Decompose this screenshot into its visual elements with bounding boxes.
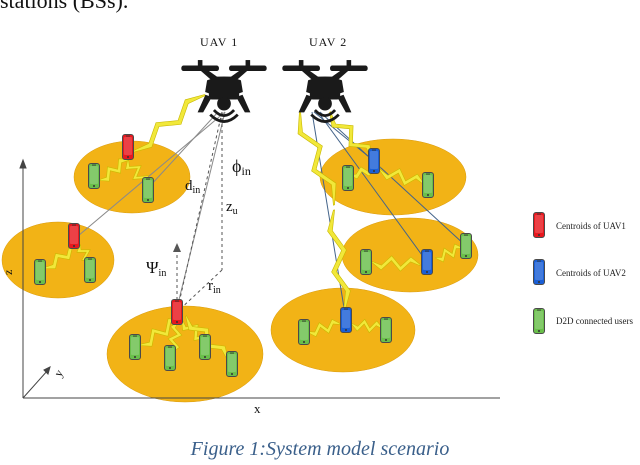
legend-blue-device-icon: [533, 258, 545, 286]
uav1-centroid-device-icon: [68, 223, 80, 249]
y-axis-arrow: [43, 366, 51, 375]
d2d-user-device-icon: [342, 165, 354, 191]
d2d-user-device-icon: [360, 249, 372, 275]
cluster-ellipse: [319, 138, 467, 216]
d2d-user-device-icon: [380, 317, 392, 343]
wireless-link-bolt: [297, 111, 337, 206]
uav2-label: UAV 2: [309, 35, 347, 49]
uav1-label: UAV 1: [200, 35, 238, 49]
legend-label-uav2: Centroids of UAV2: [556, 268, 626, 278]
uav1-centroid-device-icon: [171, 299, 183, 325]
z-axis-label: z: [1, 270, 15, 275]
distance-symbol: din: [185, 178, 200, 196]
uav1-centroid-device-icon: [122, 134, 134, 160]
legend: Centroids of UAV1 Centroids of UAV2 D2D …: [533, 211, 633, 335]
wireless-link-bolt: [99, 158, 129, 182]
radius-symbol: rin: [208, 278, 221, 296]
uav2-centroid-device-icon: [368, 148, 380, 174]
uav2-centroid-device-icon: [340, 307, 352, 333]
uav2-link-line: [319, 111, 467, 247]
legend-label-uav1: Centroids of UAV1: [556, 221, 626, 231]
d2d-user-device-icon: [298, 319, 310, 345]
d2d-user-device-icon: [460, 233, 472, 259]
psi-symbol: Ψin: [146, 258, 166, 279]
y-axis-line: [22, 369, 49, 399]
d2d-user-device-icon: [422, 172, 434, 198]
uav2-drone-icon: [281, 59, 369, 123]
x-axis-label: x: [254, 401, 261, 416]
wireless-link-bolt: [371, 255, 421, 272]
d2d-user-device-icon: [164, 345, 176, 371]
top-text: stations (BSs).: [0, 0, 129, 13]
ground-projection-dashed-line: [176, 269, 223, 313]
uav2-link-line: [317, 111, 428, 263]
d2d-user-device-icon: [199, 334, 211, 360]
uav1-link-line: [77, 111, 226, 237]
altitude-symbol: zu: [226, 199, 238, 217]
d2d-user-device-icon: [129, 334, 141, 360]
d2d-user-device-icon: [34, 259, 46, 285]
phi-symbol: ϕin: [232, 156, 251, 178]
y-axis-label: y: [51, 367, 66, 379]
d2d-user-device-icon: [88, 163, 100, 189]
legend-label-d2d: D2D connected users: [556, 316, 633, 326]
figure-caption: Figure 1:System model scenario: [190, 438, 450, 460]
legend-red-device-icon: [533, 211, 545, 239]
d2d-user-device-icon: [142, 177, 154, 203]
cluster-ellipse: [106, 305, 264, 403]
d2d-user-device-icon: [226, 351, 238, 377]
cluster-ellipse: [1, 221, 115, 299]
legend-green-device-icon: [533, 307, 545, 335]
system-model-diagram: UAV 1 UAV 2 ϕin din zu Ψin rin z x y Cen…: [1, 35, 633, 416]
uav1-link-line: [149, 111, 219, 187]
distance-dashed-line: [176, 111, 223, 313]
d2d-user-device-icon: [84, 257, 96, 283]
psi-arrow-head: [173, 243, 181, 252]
z-axis-arrow: [19, 158, 27, 169]
uav2-centroid-device-icon: [421, 249, 433, 275]
